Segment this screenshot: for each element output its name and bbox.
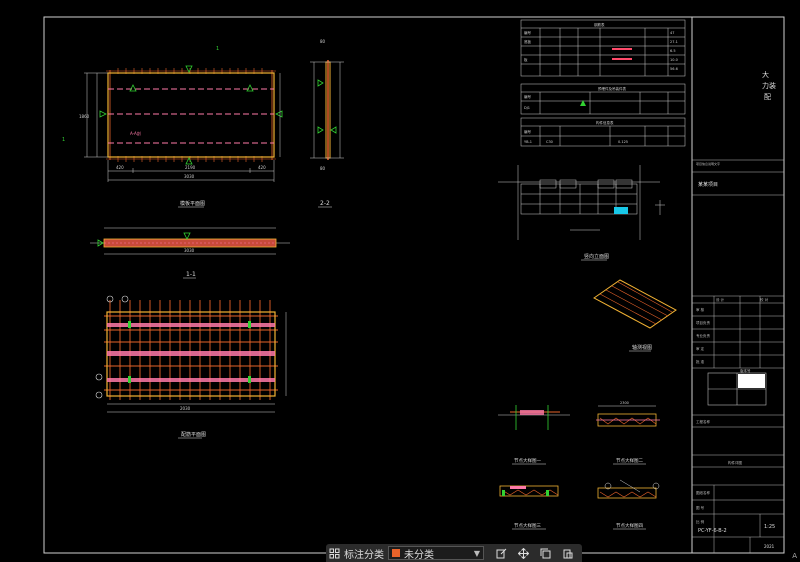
plan-dim-height: 1860 xyxy=(79,114,90,119)
svg-text:编号: 编号 xyxy=(524,129,532,134)
svg-text:27.1: 27.1 xyxy=(670,40,678,44)
drawing-border xyxy=(43,16,785,554)
title-detail-1: 节点大样图一 xyxy=(514,457,541,464)
category-select[interactable]: 未分类 ▼ xyxy=(388,546,484,561)
svg-text:校 对: 校 对 xyxy=(760,297,769,302)
company-line-2: 力装 xyxy=(762,81,776,90)
svg-text:1: 1 xyxy=(216,46,219,52)
drawing-number: PC-YF-6-B-2 xyxy=(698,528,727,534)
edit-icon[interactable] xyxy=(490,545,512,561)
category-color-swatch xyxy=(392,549,400,557)
company-line-1: 大 xyxy=(762,70,769,79)
scale-value: 1:25 xyxy=(764,524,775,530)
plan-dim-total: 3030 xyxy=(184,174,195,179)
section-1-1: 3030 1-1 xyxy=(90,227,290,279)
plan-dim-right: 420 xyxy=(258,165,266,170)
svg-text:底板: 底板 xyxy=(524,39,532,44)
project-label: 某某项目 xyxy=(698,182,718,188)
grid-icon[interactable] xyxy=(326,545,342,561)
copy-icon[interactable] xyxy=(534,545,556,561)
svg-text:1: 1 xyxy=(62,137,65,143)
date-value: 2021 xyxy=(764,544,775,549)
rebar-plan: 2030 配筋平面图 xyxy=(95,295,287,439)
svg-text:10.0: 10.0 xyxy=(670,58,678,62)
svg-text:图 号: 图 号 xyxy=(696,505,705,510)
svg-text:版本号: 版本号 xyxy=(740,368,751,373)
iso-view: 轴测视图 xyxy=(593,279,677,352)
title-elevation: 竖向立面图 xyxy=(584,253,609,260)
svg-text:C30: C30 xyxy=(546,140,553,144)
detail-3: 节点大样图三 xyxy=(499,485,559,530)
svg-text:设 计: 设 计 xyxy=(716,297,725,302)
annotation-toolbar: 标注分类 未分类 ▼ xyxy=(326,544,582,562)
svg-text:DJ1: DJ1 xyxy=(524,106,530,110)
plan-dim-left: 420 xyxy=(116,165,124,170)
title-detail-3: 节点大样图三 xyxy=(514,522,541,529)
title-iso: 轴测视图 xyxy=(632,344,652,351)
title-rebar-plan: 配筋平面图 xyxy=(181,431,206,438)
svg-text:构件信息表: 构件信息表 xyxy=(596,120,614,125)
title-detail-4: 节点大样图四 xyxy=(616,522,643,529)
company-line-3: 配 xyxy=(764,93,771,101)
section-dim-len: 3030 xyxy=(184,248,195,253)
svg-text:工程名称: 工程名称 xyxy=(696,419,710,424)
svg-text:80: 80 xyxy=(320,166,326,171)
svg-text:80: 80 xyxy=(320,39,326,44)
svg-text:项目信息说明文字: 项目信息说明文字 xyxy=(696,161,720,166)
svg-text:预埋件及吊装件表: 预埋件及吊装件表 xyxy=(598,86,626,91)
material-tables xyxy=(520,19,686,147)
svg-text:审 核: 审 核 xyxy=(696,307,705,312)
corner-mark: A xyxy=(792,552,797,560)
svg-text:A-A剖: A-A剖 xyxy=(130,130,141,136)
title-section-1-1: 1-1 xyxy=(186,271,196,278)
svg-text:批 准: 批 准 xyxy=(696,359,705,364)
svg-text:板: 板 xyxy=(524,57,528,62)
svg-text:构件详图: 构件详图 xyxy=(728,460,742,465)
section-2-2: 80 80 2-2 xyxy=(310,39,344,208)
plan-dim-mid: 2190 xyxy=(185,165,196,170)
svg-text:比 例: 比 例 xyxy=(696,519,705,524)
svg-text:56.6: 56.6 xyxy=(670,67,678,71)
svg-text:编号: 编号 xyxy=(524,30,532,35)
svg-text:图纸名称: 图纸名称 xyxy=(696,490,710,495)
svg-text:钢筋表: 钢筋表 xyxy=(594,22,605,27)
svg-text:编号: 编号 xyxy=(524,94,532,99)
detail-4: 节点大样图四 xyxy=(597,479,660,530)
paste-icon[interactable] xyxy=(556,545,578,561)
title-detail-2: 节点大样图二 xyxy=(616,457,643,464)
svg-text:项目负责: 项目负责 xyxy=(696,320,710,325)
svg-text:2300: 2300 xyxy=(620,401,629,405)
move-icon[interactable] xyxy=(512,545,534,561)
svg-text:审 定: 审 定 xyxy=(696,346,705,351)
toolbar-label: 标注分类 xyxy=(344,549,384,561)
rebar-dim-total: 2030 xyxy=(180,406,191,411)
chevron-down-icon: ▼ xyxy=(473,548,480,558)
title-section-2-2: 2-2 xyxy=(320,200,330,207)
svg-text:专业负责: 专业负责 xyxy=(696,333,710,338)
category-select-value: 未分类 xyxy=(404,549,434,561)
title-plan-view: 模板平面图 xyxy=(180,200,205,207)
detail-1: 节点大样图一 xyxy=(498,405,570,465)
svg-text:6.5: 6.5 xyxy=(670,49,676,53)
elevation-view xyxy=(498,165,665,240)
title-block: 大 力装 配 项目信息说明文字 某某项目 xyxy=(692,70,784,553)
detail-2: 2300 节点大样图二 xyxy=(596,401,660,465)
svg-text:0.125: 0.125 xyxy=(618,140,628,144)
plan-view: A-A剖 420 2190 420 3030 1860 1 1 模板平面图 xyxy=(62,46,283,208)
svg-text:47: 47 xyxy=(670,31,674,35)
svg-text:YB-1: YB-1 xyxy=(524,140,532,144)
